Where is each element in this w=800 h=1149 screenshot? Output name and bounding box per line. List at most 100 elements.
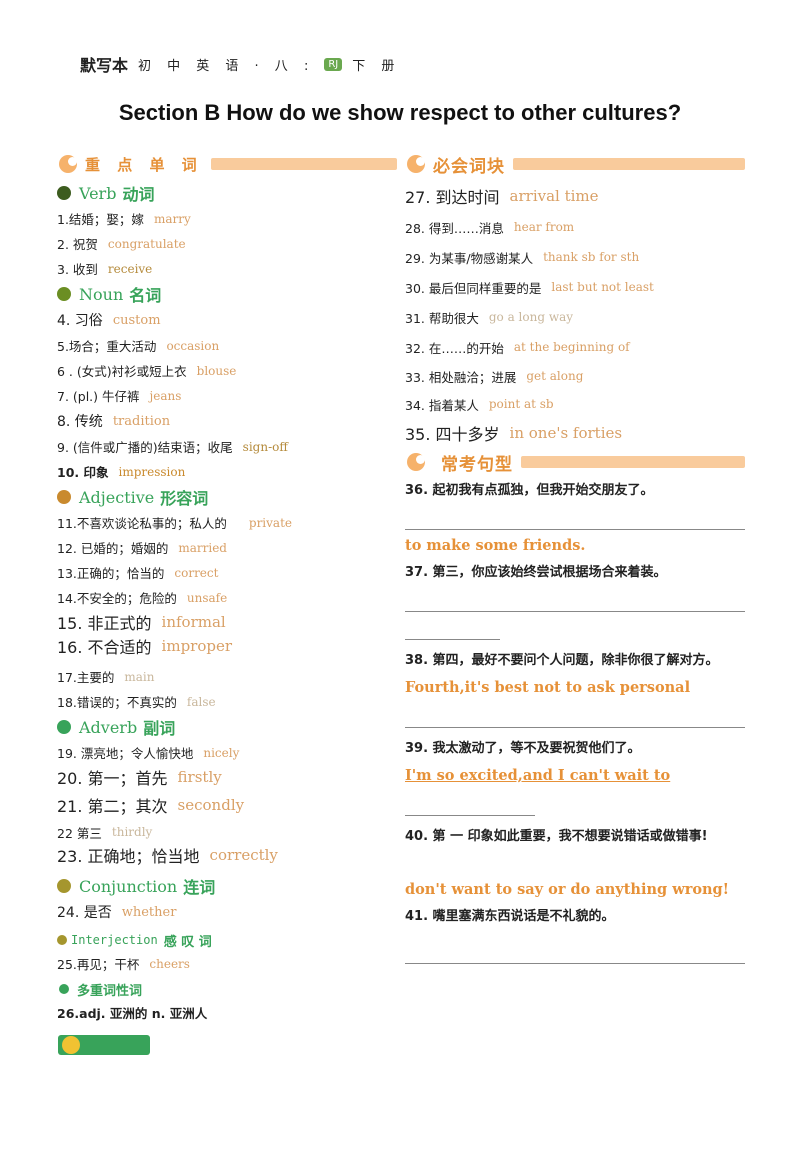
item-answer: correctly bbox=[209, 846, 278, 864]
item-zh: 16. 不合适的 bbox=[57, 638, 152, 657]
sentence-prompt: 38. 第四，最好不要问个人问题，除非你很了解对方。 bbox=[405, 653, 719, 668]
item-answer: impression bbox=[118, 464, 186, 479]
vocab-item: 1.结婚；娶；嫁 marry bbox=[57, 206, 397, 231]
category-zh: 形容词 bbox=[160, 489, 209, 508]
item-zh: 30. 最后但同样重要的是 bbox=[405, 280, 542, 296]
answer-line[interactable] bbox=[405, 794, 535, 816]
item-zh: 24. 是否 bbox=[57, 905, 112, 921]
answer-line[interactable] bbox=[405, 618, 500, 640]
item-zh: 21. 第二；其次 bbox=[57, 797, 168, 816]
brand-label: 默写本 bbox=[80, 56, 129, 75]
item-zh: 32. 在……的开始 bbox=[405, 340, 504, 356]
item-zh: 9. (信件或广播的)结束语；收尾 bbox=[57, 440, 233, 455]
page-header: 默写本 初 中 英 语 · 八 : RJ 下 册 bbox=[80, 52, 400, 76]
sentences-title: 常考句型 bbox=[441, 454, 513, 475]
item-answer: hear from bbox=[513, 220, 575, 234]
item-answer: improper bbox=[161, 637, 233, 655]
vocab-item: 9. (信件或广播的)结束语；收尾 sign-off bbox=[57, 434, 397, 459]
item-zh: 18.错误的；不真实的 bbox=[57, 695, 177, 710]
item-zh: 7. (pl.) 牛仔裤 bbox=[57, 389, 140, 404]
category-zh: 连词 bbox=[183, 878, 216, 897]
answer-line[interactable] bbox=[405, 508, 745, 530]
item-zh: 11.不喜欢谈论私事的；私人的 bbox=[57, 516, 227, 531]
item-zh: 22 第三 bbox=[57, 825, 102, 841]
item-answer: sign-off bbox=[242, 439, 288, 454]
chunk-item: 35. 四十多岁 in one's forties bbox=[405, 418, 745, 448]
item-zh: 26.adj. 亚洲的 n. 亚洲人 bbox=[57, 1006, 208, 1021]
item-answer: point at sb bbox=[488, 397, 554, 411]
item-zh: 31. 帮助很大 bbox=[405, 310, 479, 326]
sentence-answer: to make some friends. bbox=[405, 537, 586, 554]
item-answer: whether bbox=[121, 904, 177, 920]
vocab-item: 24. 是否 whether bbox=[57, 899, 397, 925]
item-zh: 27. 到达时间 bbox=[405, 188, 500, 207]
sentence-answer: I'm so excited,and I can't wait to bbox=[405, 767, 671, 784]
publisher-logo bbox=[58, 1035, 150, 1055]
category-zh: 感 叹 词 bbox=[163, 934, 212, 950]
vocab-item: 26.adj. 亚洲的 n. 亚洲人 bbox=[57, 1000, 397, 1025]
item-answer: married bbox=[178, 540, 227, 555]
category-verb: Verb 动词 bbox=[57, 180, 397, 206]
item-answer: in one's forties bbox=[509, 424, 623, 442]
sentence-prompt: 41. 嘴里塞满东西说话是不礼貌的。 bbox=[405, 909, 615, 924]
item-answer: thirdly bbox=[111, 825, 153, 839]
category-en: Noun bbox=[79, 284, 124, 304]
item-zh: 28. 得到……消息 bbox=[405, 220, 504, 236]
sentence-37: 37. 第三，你应该始终尝试根据场合来着装。 bbox=[405, 562, 745, 640]
item-answer: custom bbox=[112, 312, 161, 328]
section-bar bbox=[210, 158, 397, 170]
sentence-40: 40. 第 一 印象如此重要，我不想要说错话或做错事! don't want t… bbox=[405, 826, 745, 902]
item-zh: 13.正确的；恰当的 bbox=[57, 566, 165, 581]
item-answer: get along bbox=[526, 369, 584, 383]
item-zh: 25.再见；干杯 bbox=[57, 957, 140, 972]
vocab-item: 22 第三 thirdly bbox=[57, 821, 397, 843]
sentence-prompt: 40. 第 一 印象如此重要，我不想要说错话或做错事! bbox=[405, 829, 708, 844]
category-conjunction: Conjunction 连词 bbox=[57, 873, 397, 899]
sentence-41: 41. 嘴里塞满东西说话是不礼貌的。 bbox=[405, 906, 745, 964]
category-zh: 多重词性词 bbox=[77, 983, 143, 999]
category-adjective: Adjective 形容词 bbox=[57, 484, 397, 510]
category-en: Conjunction bbox=[79, 876, 178, 896]
chunk-item: 28. 得到……消息 hear from bbox=[405, 212, 745, 242]
item-answer: occasion bbox=[166, 338, 220, 353]
item-zh: 1.结婚；娶；嫁 bbox=[57, 212, 144, 227]
category-interjection: Interjection 感 叹 词 bbox=[57, 929, 397, 951]
item-answer: last but not least bbox=[551, 280, 654, 294]
answer-line[interactable] bbox=[405, 590, 745, 612]
item-zh: 35. 四十多岁 bbox=[405, 425, 500, 444]
bullet-icon bbox=[57, 186, 71, 200]
item-zh: 2. 祝贺 bbox=[57, 237, 98, 252]
item-answer: at the beginning of bbox=[513, 340, 630, 354]
section-bar bbox=[521, 456, 745, 468]
item-zh: 14.不安全的；危险的 bbox=[57, 591, 177, 606]
pacman-icon bbox=[405, 451, 427, 473]
item-answer: private bbox=[248, 515, 293, 530]
sentence-prompt: 39. 我太激动了，等不及要祝贺他们了。 bbox=[405, 741, 641, 756]
item-zh: 29. 为某事/物感谢某人 bbox=[405, 250, 534, 266]
chunk-item: 30. 最后但同样重要的是 last but not least bbox=[405, 272, 745, 302]
answer-line[interactable] bbox=[405, 942, 745, 964]
sentence-answer: don't want to say or do anything wrong! bbox=[405, 881, 730, 898]
edition-badge: RJ bbox=[324, 57, 343, 71]
item-zh: 8. 传统 bbox=[57, 414, 103, 430]
item-answer: marry bbox=[153, 211, 191, 226]
answer-line[interactable] bbox=[405, 706, 745, 728]
category-en: Verb bbox=[79, 183, 117, 203]
sentence-38: 38. 第四，最好不要问个人问题，除非你很了解对方。 Fourth,it's b… bbox=[405, 650, 745, 728]
header-subtitle-b: 下 册 bbox=[352, 58, 401, 74]
